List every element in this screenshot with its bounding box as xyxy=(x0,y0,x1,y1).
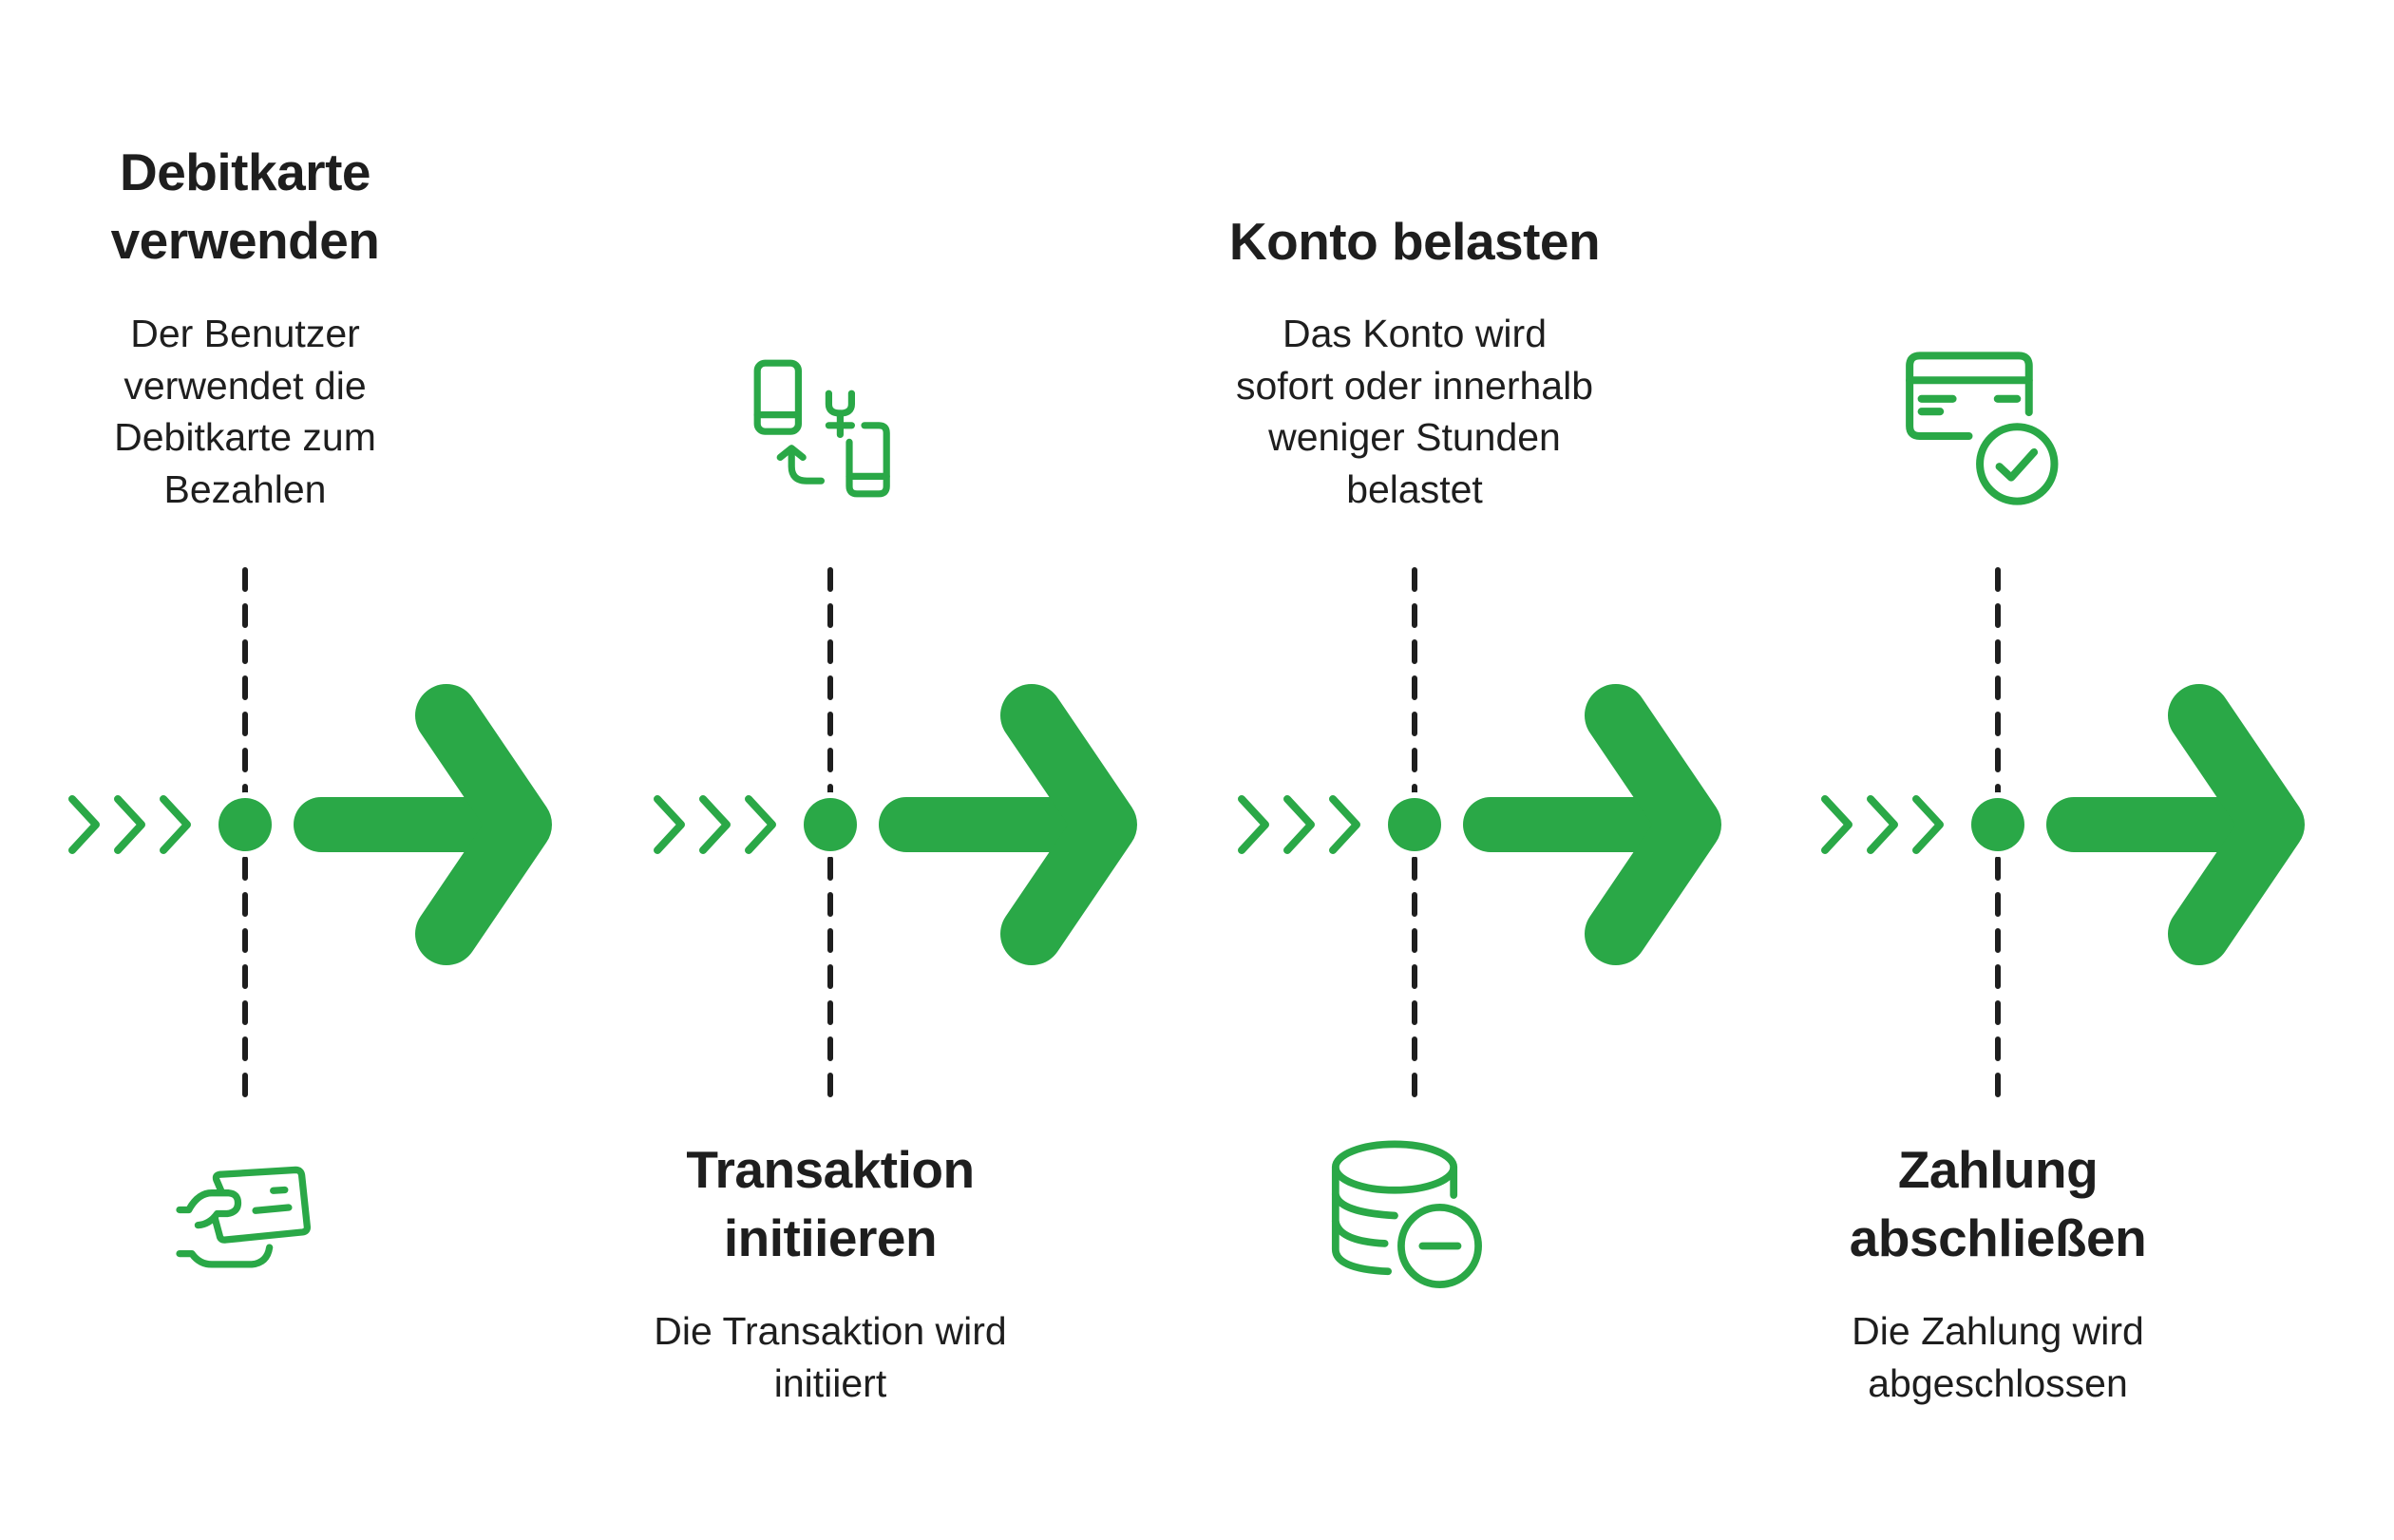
step-3-desc-line-4: belastet xyxy=(1346,466,1483,511)
card-checkmark-icon xyxy=(1906,352,2059,505)
step-4-chevron-icon xyxy=(1821,795,1852,854)
step-3-chevron-icon xyxy=(1283,795,1315,854)
step-3-description: Das Konto wird sofort oder innerhalb wen… xyxy=(1168,308,1662,515)
step-3-title: Konto belasten xyxy=(1149,207,1681,276)
step-2-chevron-icon xyxy=(654,795,685,854)
step-2-title-line-2: initiieren xyxy=(723,1208,938,1267)
step-2-description: Die Transaktion wird initiiert xyxy=(583,1305,1077,1409)
step-2-title-line-1: Transaktion xyxy=(686,1140,975,1199)
step-3-chevron-icon xyxy=(1329,795,1360,854)
hand-holding-card-icon xyxy=(176,1166,311,1268)
step-1-chevron-icon xyxy=(68,795,100,854)
step-4-arrow-head-icon xyxy=(2168,684,2305,965)
step-2-chevron-icon xyxy=(699,795,731,854)
step-1-title-line-1: Debitkarte xyxy=(120,143,370,201)
step-1-chevron-icon xyxy=(160,795,191,854)
step-3-desc-line-3: weniger Stunden xyxy=(1268,415,1561,459)
step-2-arrow-head-icon xyxy=(1000,684,1137,965)
step-1-title: Debitkarte verwenden xyxy=(0,138,511,275)
step-1-desc-line-3: Debitkarte zum xyxy=(114,415,376,459)
step-4-title-line-2: abschließen xyxy=(1849,1208,2147,1267)
step-3-chevron-icon xyxy=(1238,795,1269,854)
step-3-milestone-dot xyxy=(1388,798,1441,851)
step-4-desc-line-1: Die Zahlung wird xyxy=(1852,1309,2144,1353)
step-1-milestone-dot xyxy=(218,798,272,851)
step-1-chevron-icon xyxy=(114,795,145,854)
step-4-milestone-dot xyxy=(1971,798,2024,851)
database-minus-icon xyxy=(1331,1140,1482,1288)
step-4-chevron-icon xyxy=(1867,795,1898,854)
step-2-desc-line-1: Die Transaktion wird xyxy=(654,1309,1007,1353)
step-4-title: Zahlung abschließen xyxy=(1732,1135,2264,1272)
step-1-arrow-head-icon xyxy=(415,684,552,965)
step-4-chevron-icon xyxy=(1912,795,1944,854)
step-4-desc-line-2: abgeschlossen xyxy=(1868,1360,2128,1405)
step-3-desc-line-2: sofort oder innerhalb xyxy=(1235,363,1594,408)
step-3-title-line-1: Konto belasten xyxy=(1228,212,1601,271)
step-1-title-line-2: verwenden xyxy=(110,211,380,270)
step-2-desc-line-2: initiiert xyxy=(773,1360,887,1405)
phone-transfer-yen-icon xyxy=(753,359,890,498)
step-1-desc-line-2: verwendet die xyxy=(124,363,367,408)
step-4-title-line-1: Zahlung xyxy=(1897,1140,2099,1199)
step-2-milestone-dot xyxy=(804,798,857,851)
step-1-desc-line-4: Bezahlen xyxy=(163,466,327,511)
step-2-chevron-icon xyxy=(745,795,776,854)
step-2-title: Transaktion initiieren xyxy=(564,1135,1096,1272)
step-4-description: Die Zahlung wird abgeschlossen xyxy=(1751,1305,2245,1409)
step-3-desc-line-1: Das Konto wird xyxy=(1282,312,1547,355)
step-1-desc-line-1: Der Benutzer xyxy=(130,312,360,355)
step-3-arrow-head-icon xyxy=(1585,684,1721,965)
step-1-description: Der Benutzer verwendet die Debitkarte zu… xyxy=(0,308,492,515)
